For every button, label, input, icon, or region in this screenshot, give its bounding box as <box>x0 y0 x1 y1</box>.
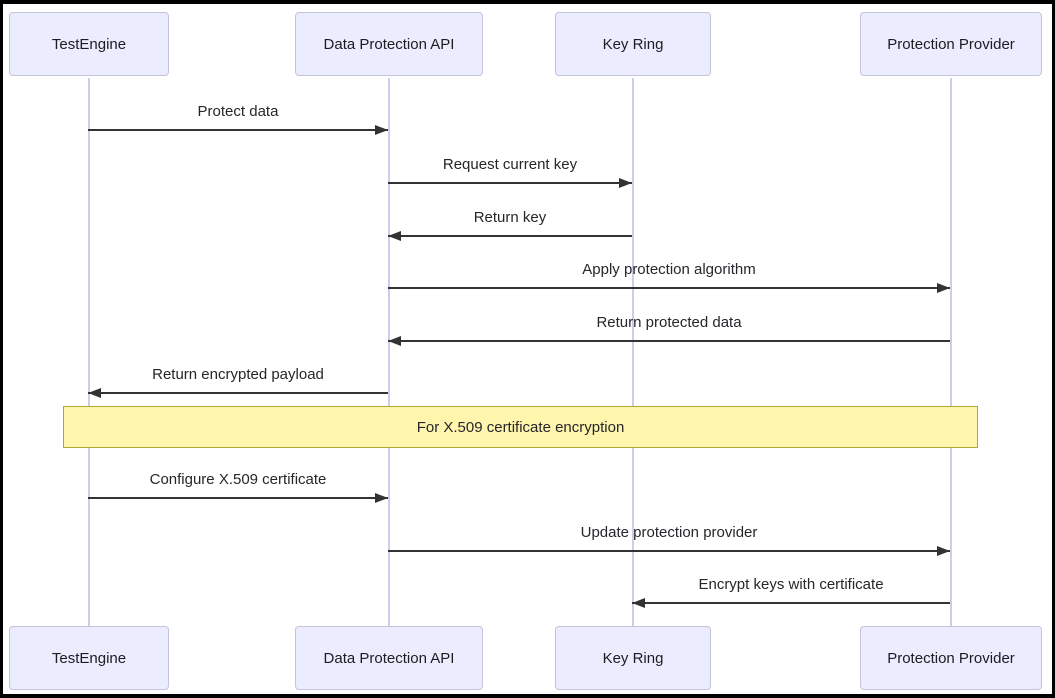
message-label: Return key <box>473 209 547 226</box>
message-label: Return encrypted payload <box>152 366 324 383</box>
message-request-current-key: Request current key <box>388 155 632 189</box>
actor-bottom-key-ring: Key Ring <box>555 626 711 690</box>
message-label: Update protection provider <box>580 524 758 541</box>
arrowhead-left-icon <box>88 387 101 398</box>
lifeline-testengine <box>88 78 90 630</box>
arrowhead-left-icon <box>388 335 401 346</box>
message-line <box>88 129 388 131</box>
message-line <box>388 182 632 184</box>
actor-label: Key Ring <box>602 35 664 53</box>
lifeline-protection-provider <box>950 78 952 630</box>
message-line <box>388 235 632 237</box>
message-line <box>388 287 950 289</box>
note-x509-certificate-encryption: For X.509 certificate encryption <box>63 406 978 448</box>
arrowhead-left-icon <box>632 597 645 608</box>
arrowhead-right-icon <box>937 282 950 293</box>
message-apply-protection-algorithm: Apply protection algorithm <box>388 260 950 294</box>
message-label: Protect data <box>197 103 279 120</box>
message-update-protection-provider: Update protection provider <box>388 523 950 557</box>
actor-label: Key Ring <box>602 649 664 667</box>
actor-label: TestEngine <box>51 35 127 53</box>
message-return-protected-data: Return protected data <box>388 313 950 347</box>
message-label: Return protected data <box>596 314 742 331</box>
message-encrypt-keys-with-certificate: Encrypt keys with certificate <box>632 575 950 609</box>
message-label: Encrypt keys with certificate <box>698 576 884 593</box>
actor-bottom-data-protection-api: Data Protection API <box>295 626 483 690</box>
lifeline-key-ring <box>632 78 634 630</box>
actor-bottom-testengine: TestEngine <box>9 626 169 690</box>
actor-label: Data Protection API <box>323 649 455 667</box>
message-label: Request current key <box>442 156 578 173</box>
arrowhead-left-icon <box>388 230 401 241</box>
message-line <box>88 392 388 394</box>
actor-label: Protection Provider <box>887 649 1015 667</box>
actor-label: Data Protection API <box>323 35 455 53</box>
message-label: Configure X.509 certificate <box>149 471 327 488</box>
actor-top-testengine: TestEngine <box>9 12 169 76</box>
message-line <box>632 602 950 604</box>
arrowhead-right-icon <box>619 177 632 188</box>
message-return-encrypted-payload: Return encrypted payload <box>88 365 388 399</box>
actor-top-protection-provider: Protection Provider <box>860 12 1042 76</box>
arrowhead-right-icon <box>937 545 950 556</box>
lifeline-data-protection-api <box>388 78 390 630</box>
message-line <box>88 497 388 499</box>
note-label: For X.509 certificate encryption <box>416 418 625 436</box>
message-configure-x509-certificate: Configure X.509 certificate <box>88 470 388 504</box>
message-label: Apply protection algorithm <box>582 261 756 278</box>
message-line <box>388 550 950 552</box>
arrowhead-right-icon <box>375 492 388 503</box>
message-protect-data: Protect data <box>88 102 388 136</box>
actor-bottom-protection-provider: Protection Provider <box>860 626 1042 690</box>
arrowhead-right-icon <box>375 124 388 135</box>
actor-top-key-ring: Key Ring <box>555 12 711 76</box>
message-line <box>388 340 950 342</box>
actor-label: TestEngine <box>51 649 127 667</box>
actor-top-data-protection-api: Data Protection API <box>295 12 483 76</box>
message-return-key: Return key <box>388 208 632 242</box>
actor-label: Protection Provider <box>887 35 1015 53</box>
